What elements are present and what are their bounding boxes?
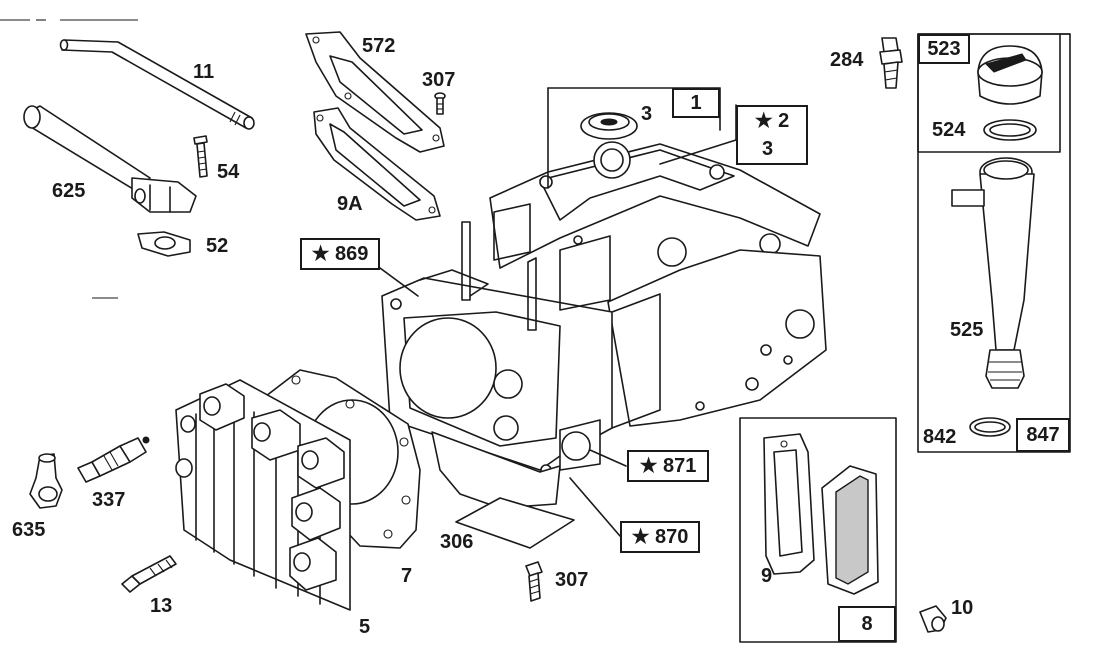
callout-307-top: 307 [422,69,456,91]
screw-54-part [193,135,208,178]
callout-5: 5 [359,616,371,638]
callout-284: 284 [830,49,864,71]
callout-2-boxed: ★ 2 [736,105,808,137]
callout-54: 54 [217,161,240,183]
callout-635: 635 [12,519,46,541]
bolt-13-part [121,555,177,593]
callout-52: 52 [206,235,229,257]
gasket-52-part [137,231,191,257]
gasket-9-part [763,433,815,575]
callout-3-seal: 3 [641,103,653,125]
callout-870-boxed: ★ 870 [620,521,700,553]
oil-fill-tube-525-part [951,157,1035,437]
callout-1-boxed: 1 [672,88,720,118]
callout-3-boxed: 3 [736,135,808,165]
cylinder-head-5-part [175,379,351,611]
screw-284-part [879,37,903,89]
callout-307-bottom: 307 [555,569,589,591]
spark-plug-boot-635-part [29,453,63,509]
callout-9a: 9A [337,193,363,215]
cover-8-part [821,465,879,595]
screw-307-top-part [434,92,446,115]
callout-306: 306 [440,531,474,553]
callout-869-boxed: ★ 869 [300,238,380,270]
scan-marks [0,19,138,299]
callout-572: 572 [362,35,396,57]
callout-842: 842 [923,426,957,448]
gasket-kit-box [739,417,897,643]
callout-871-boxed: ★ 871 [627,450,709,482]
spark-plug-337-part [77,436,150,483]
oil-fill-kit-box [917,33,1071,453]
callout-10: 10 [951,597,974,619]
oil-fill-cap-523-part [977,45,1043,141]
breather-gasket-9a-part [313,107,441,221]
screw-307-bottom-part [525,561,543,602]
callout-9: 9 [761,565,773,587]
callout-11: 11 [193,61,215,83]
breather-cover-572-part [305,31,445,153]
callout-524: 524 [932,119,966,141]
callout-525: 525 [950,319,984,341]
callout-337: 337 [92,489,126,511]
oil-seal-3-part [580,112,638,140]
callout-847-boxed: 847 [1016,418,1070,452]
cylinder-block-part [381,141,827,549]
callout-7: 7 [401,565,413,587]
plug-10-part [919,605,947,633]
callout-8-boxed: 8 [838,606,896,642]
dipstick-tube-part [59,39,255,130]
callout-625: 625 [52,180,86,202]
callout-523-boxed: 523 [918,34,970,64]
callout-13: 13 [150,595,173,617]
breather-hose-part [23,105,197,213]
